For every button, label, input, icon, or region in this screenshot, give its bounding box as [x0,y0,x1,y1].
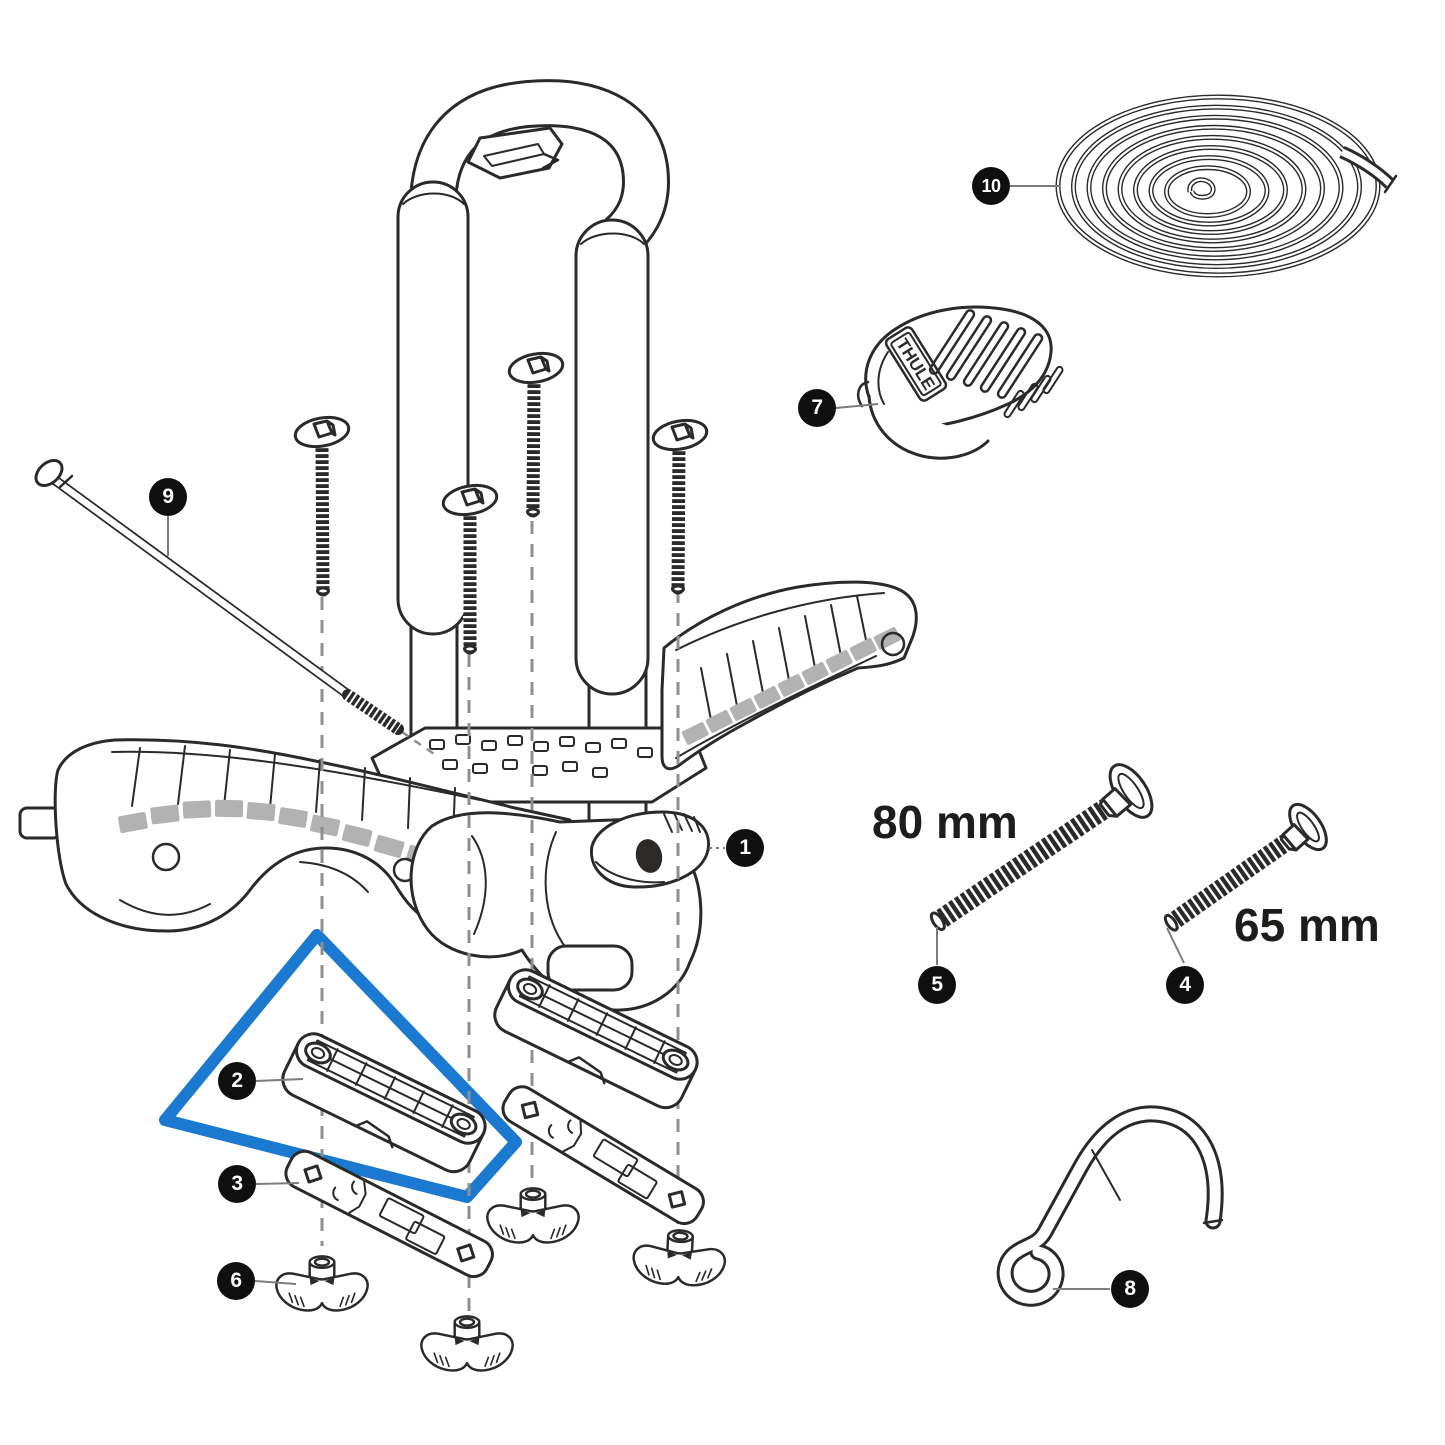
knob-cover-ribs [928,309,1064,419]
hanging-bolts [293,351,709,655]
callout-8: 8 [1111,1270,1149,1308]
assembly-guide-lines [320,521,680,1312]
hanging-bolt-1 [293,415,351,597]
callout-10: 10 [972,167,1010,205]
dimension-65mm: 65 mm [1234,899,1380,951]
callout-2-number: 2 [231,1069,243,1092]
upright-padding-left [396,180,470,636]
highlight-triangle [159,929,522,1203]
carrier-assembly [18,79,918,1012]
j-hook-top-bend [409,79,671,300]
dimension-80mm: 80 mm [872,796,1018,848]
callout-3-number: 3 [231,1172,243,1195]
callout-4-number: 4 [1179,973,1191,996]
strap-hook [996,1105,1224,1307]
hanging-bolt-4 [651,418,709,595]
callout-9-number: 9 [162,485,174,508]
right-saddle-arm [660,580,918,771]
callout-leaders [167,185,1185,1290]
bolt-65mm [1163,802,1328,932]
bolt-80mm [929,763,1154,932]
knob-button-dot [635,839,663,873]
hanging-bolt-2 [441,483,499,655]
callout-3: 3 [218,1165,256,1203]
callout-1-number: 1 [739,836,751,859]
callout-6-number: 6 [230,1269,242,1292]
upright-padding-right [574,218,650,696]
callout-4: 4 [1166,966,1204,1004]
callout-2: 2 [218,1062,256,1100]
callout-5-number: 5 [931,973,943,996]
callout-5: 5 [918,966,956,1004]
wing-nut-4 [631,1226,728,1289]
strap-coil [1055,94,1398,278]
callout-9: 9 [149,478,187,516]
callout-10-number: 10 [981,175,1001,196]
wing-nut-2 [420,1315,514,1372]
wing-nut-3 [486,1187,580,1244]
callout-7: 7 [798,389,836,427]
callout-8-number: 8 [1124,1277,1136,1300]
callout-7-number: 7 [811,396,823,419]
left-arm-pads [117,799,437,869]
callout-1: 1 [726,829,764,867]
clamp-lower-stub [546,944,634,992]
thule-knob-cover: THULE [856,305,1064,460]
hanging-bolt-3 [507,351,565,518]
long-bolt [34,459,404,735]
callout-6: 6 [217,1262,255,1300]
